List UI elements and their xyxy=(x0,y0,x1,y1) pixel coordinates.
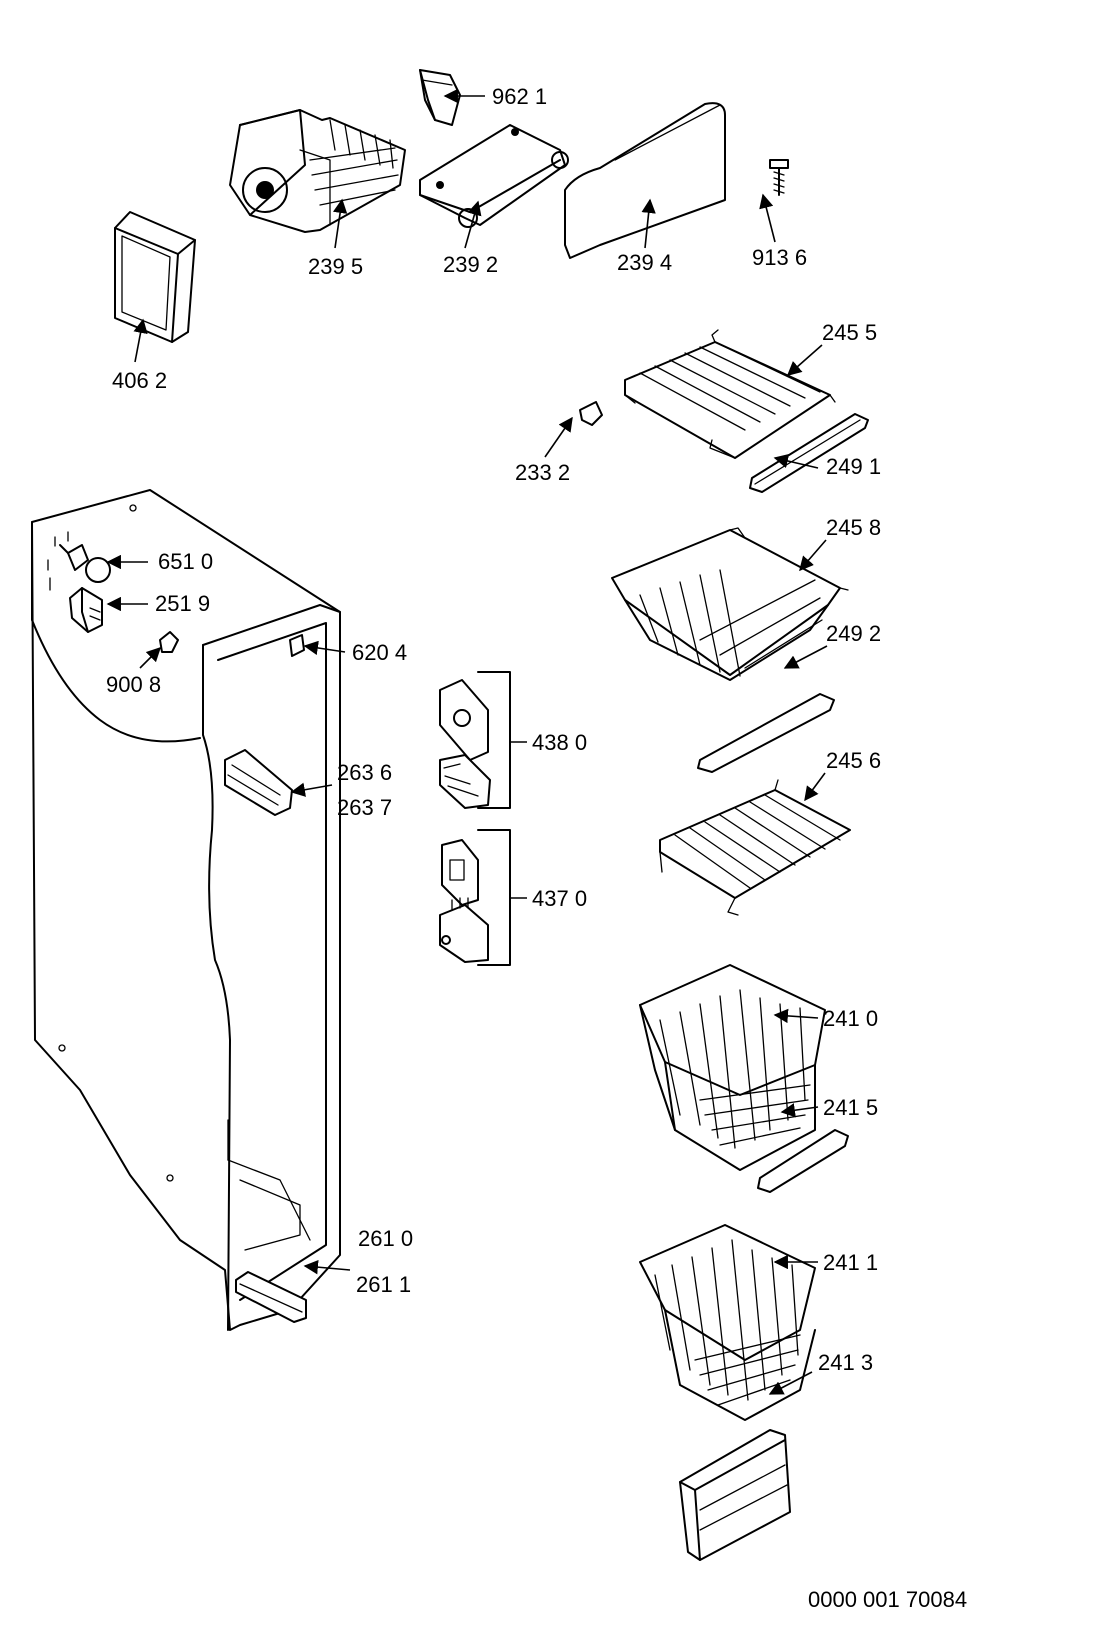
label-241-0: 241 0 xyxy=(823,1006,878,1031)
shelf-trim-upper xyxy=(749,413,869,493)
leader-lines xyxy=(106,88,828,1395)
label-249-1: 249 1 xyxy=(826,454,881,479)
light-bulb xyxy=(59,544,111,583)
label-241-1: 241 1 xyxy=(823,1250,878,1275)
part-labels: 962 1 239 5 239 2 239 4 913 6 406 2 245 … xyxy=(106,84,967,1612)
label-249-2: 249 2 xyxy=(826,621,881,646)
cover-panel xyxy=(564,102,726,259)
ice-maker xyxy=(229,109,406,233)
label-239-4: 239 4 xyxy=(617,250,672,275)
label-437-0: 437 0 xyxy=(532,886,587,911)
basket-trim-large xyxy=(757,1129,849,1193)
label-233-2: 233 2 xyxy=(515,460,570,485)
label-239-2: 239 2 xyxy=(443,252,498,277)
label-900-8: 900 8 xyxy=(106,672,161,697)
label-241-5: 241 5 xyxy=(823,1095,878,1120)
label-261-1: 261 1 xyxy=(356,1272,411,1297)
wire-shelf-upper xyxy=(624,329,836,459)
thermostat-clip xyxy=(159,631,179,653)
label-620-4: 620 4 xyxy=(352,640,407,665)
label-261-0: 261 0 xyxy=(358,1226,413,1251)
label-241-3: 241 3 xyxy=(818,1350,873,1375)
label-438-0: 438 0 xyxy=(532,730,587,755)
label-245-6: 245 6 xyxy=(826,748,881,773)
freezer-liner xyxy=(31,489,341,1331)
clip-part xyxy=(579,401,603,426)
label-651-0: 651 0 xyxy=(158,549,213,574)
bottom-rail xyxy=(235,1271,307,1323)
mounting-plate xyxy=(419,124,569,228)
bracket-part xyxy=(419,69,461,126)
basket-trim-upper xyxy=(697,693,835,773)
label-913-6: 913 6 xyxy=(752,245,807,270)
door-switch xyxy=(289,634,305,657)
filter-box xyxy=(114,211,196,343)
control-board-lower xyxy=(439,829,511,966)
label-245-8: 245 8 xyxy=(826,515,881,540)
label-406-2: 406 2 xyxy=(112,368,167,393)
light-cover xyxy=(69,587,103,633)
control-board-upper xyxy=(439,671,511,809)
label-239-5: 239 5 xyxy=(308,254,363,279)
label-245-5: 245 5 xyxy=(822,320,877,345)
screw-part xyxy=(769,159,789,196)
freezer-basket-large xyxy=(639,964,826,1171)
wire-shelf-middle xyxy=(659,779,851,916)
label-251-9: 251 9 xyxy=(155,591,210,616)
drawing-number: 0000 001 70084 xyxy=(808,1587,967,1612)
label-263-7: 263 7 xyxy=(337,795,392,820)
basket-front-panel xyxy=(679,1429,791,1561)
liner-bracket xyxy=(224,749,293,816)
wire-basket-upper xyxy=(611,527,849,681)
label-263-6: 263 6 xyxy=(337,760,392,785)
freezer-basket-small xyxy=(639,1224,816,1421)
label-962-1: 962 1 xyxy=(492,84,547,109)
